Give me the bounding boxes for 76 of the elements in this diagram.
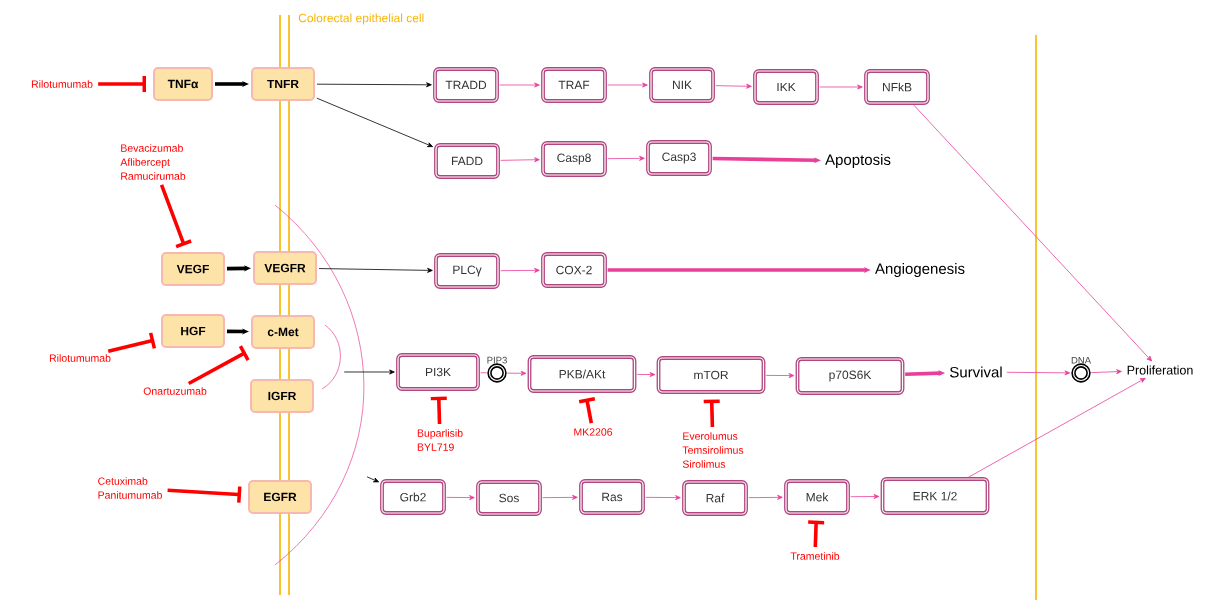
protein-box: IKK xyxy=(753,69,819,105)
protein-box: p70S6K xyxy=(795,357,905,395)
drug-label: Rilotumumab xyxy=(49,354,111,362)
arrow xyxy=(446,495,475,501)
arrow xyxy=(748,494,783,500)
arrow xyxy=(316,82,432,88)
inhibition-line xyxy=(703,399,720,427)
arrow xyxy=(316,97,433,148)
protein-box: Raf xyxy=(682,480,748,516)
ligand-receptor-box: VEGFR xyxy=(253,251,317,285)
arrow xyxy=(366,476,379,483)
ligand-receptor-box: c-Met xyxy=(251,315,315,349)
arrow xyxy=(607,155,645,161)
protein-box: Casp3 xyxy=(646,140,712,176)
protein-box: Grb2 xyxy=(380,479,446,515)
arrow xyxy=(765,373,795,379)
arrow xyxy=(343,369,395,375)
drug-label: MK2206 xyxy=(574,428,613,436)
inhibition-line xyxy=(187,345,250,386)
ligand-receptor-box: EGFR xyxy=(248,480,312,514)
inhibition-line xyxy=(167,486,242,503)
protein-box: NIK xyxy=(649,67,715,103)
protein-box: COX-2 xyxy=(541,252,607,288)
arrow xyxy=(636,372,656,377)
protein-box: Mek xyxy=(784,479,850,515)
drug-label: Everolumus Temsirolimus Sirolimus xyxy=(682,432,744,468)
drug-label: Buparlisib BYL719 xyxy=(417,429,463,451)
protein-box: TRADD xyxy=(433,67,499,103)
outcome-label: Apoptosis xyxy=(825,154,891,168)
protein-box: TRAF xyxy=(541,67,607,103)
ligand-receptor-box: IGFR xyxy=(250,379,314,413)
inhibition-line xyxy=(578,397,596,424)
drug-label: Cetuximab Panitumumab xyxy=(98,477,162,499)
drug-label: Onartuzumab xyxy=(143,387,207,395)
ligand-receptor-box: HGF xyxy=(161,314,225,348)
arrow xyxy=(506,370,527,376)
cell-label: Colorectal epithelial cell xyxy=(298,13,424,25)
ligand-receptor-box: TNFα xyxy=(153,67,213,101)
protein-box: NFkB xyxy=(864,69,930,105)
bracket-arc xyxy=(321,324,341,390)
ligand-receptor-box: TNFR xyxy=(251,67,315,101)
arrow xyxy=(499,82,540,88)
drug-label: Rilotumumab xyxy=(31,80,93,88)
arrow xyxy=(500,157,540,163)
arrow xyxy=(819,84,863,90)
drug-label: Trametinib xyxy=(790,552,840,560)
arrow xyxy=(1006,370,1071,376)
drug-label: Bevacizumab Aflibercept Ramucirumab xyxy=(120,144,186,180)
arrow xyxy=(1090,369,1122,375)
outcome-label: Proliferation xyxy=(1127,365,1193,375)
node-label: DNA xyxy=(1071,356,1092,364)
protein-box: mTOR xyxy=(656,356,766,394)
protein-box: FADD xyxy=(434,143,500,179)
node-label: PIP3 xyxy=(487,356,507,364)
arrow xyxy=(542,494,578,500)
arrow xyxy=(645,495,681,501)
arrow xyxy=(318,267,433,273)
inhibition-line xyxy=(98,76,146,92)
arrow xyxy=(715,83,752,89)
arrow xyxy=(913,104,1153,362)
protein-box: PKB/AKt xyxy=(527,355,637,393)
protein-box: PI3K xyxy=(396,353,480,391)
ligand-receptor-box: VEGF xyxy=(161,252,225,286)
outcome-label: Angiogenesis xyxy=(875,263,965,277)
inhibition-line xyxy=(808,520,825,547)
outcome-label: Survival xyxy=(950,366,1002,378)
protein-box: PLCγ xyxy=(434,253,500,289)
inhibition-line xyxy=(430,396,447,424)
arrow xyxy=(500,267,540,273)
arrow xyxy=(967,377,1146,478)
protein-box: Ras xyxy=(579,479,645,515)
protein-box: Casp8 xyxy=(541,141,607,177)
arrow xyxy=(850,494,880,499)
protein-box: ERK 1/2 xyxy=(880,477,990,515)
arrow xyxy=(607,82,648,88)
protein-box: Sos xyxy=(476,480,542,516)
